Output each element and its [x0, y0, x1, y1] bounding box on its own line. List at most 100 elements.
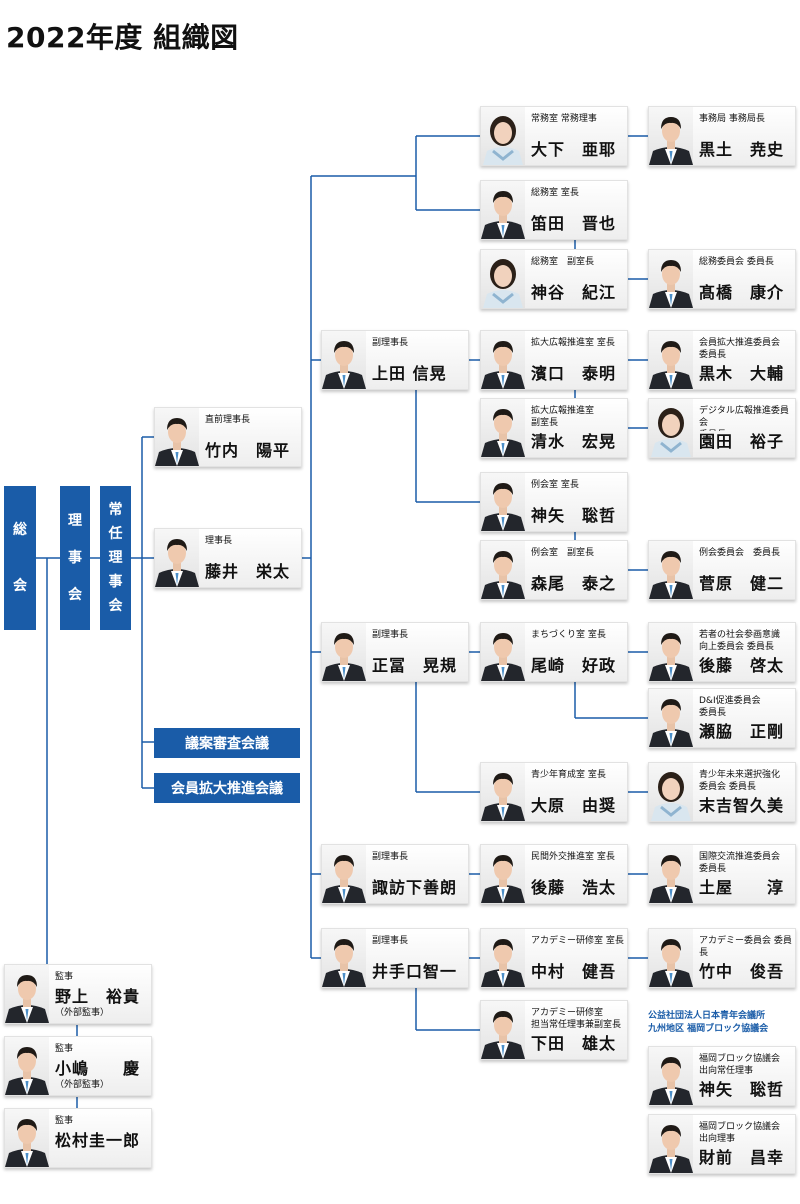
- member-role: アカデミー研修室 室長: [531, 936, 624, 946]
- standing-board-char: 事: [108, 574, 123, 590]
- portrait-photo: [481, 250, 525, 308]
- person-icon: [481, 855, 525, 903]
- member-name: 後藤 浩太: [531, 878, 617, 897]
- member-name: 正冨 晃規: [372, 656, 458, 675]
- portrait-photo: [481, 763, 525, 821]
- member-card: 国際交流推進委員会 委員長土屋 淳: [648, 844, 796, 904]
- portrait-photo: [5, 1109, 49, 1167]
- person-icon: [649, 551, 693, 599]
- member-name: 野上 裕貴: [55, 987, 141, 1006]
- board-box: 理 事 会: [60, 486, 90, 630]
- member-card: 福岡ブロック協議会 出向常任理事神矢 聡哲: [648, 1046, 796, 1106]
- member-role: 事務局 事務局長: [699, 114, 765, 124]
- member-role: 総務室 副室長: [531, 257, 595, 267]
- general-assembly-char: 総: [13, 522, 27, 538]
- member-card: 理事長藤井 栄太: [154, 528, 302, 588]
- person-icon: [481, 633, 525, 681]
- member-name: 園田 裕子: [699, 432, 785, 451]
- member-name: 森尾 泰之: [531, 574, 617, 593]
- portrait-photo: [5, 965, 49, 1023]
- person-icon: [155, 418, 199, 466]
- member-role: アカデミー研修室 担当常任理事兼副室長: [531, 1008, 622, 1030]
- member-card: 福岡ブロック協議会 出向理事財前 昌幸: [648, 1114, 796, 1174]
- member-role: 国際交流推進委員会 委員長: [699, 852, 781, 874]
- member-role: 青少年育成室 室長: [531, 770, 606, 780]
- member-role: 総務室 室長: [531, 188, 579, 198]
- portrait-photo: [649, 623, 693, 681]
- portrait-photo: [481, 107, 525, 165]
- member-card: 総務室 室長笛田 晋也: [480, 180, 628, 240]
- portrait-photo: [649, 1047, 693, 1105]
- member-card: D&I促進委員会 委員長瀬脇 正剛: [648, 688, 796, 748]
- member-name: 菅原 健二: [699, 574, 785, 593]
- board-char: 理: [68, 512, 82, 529]
- person-icon: [649, 1125, 693, 1173]
- person-icon: [649, 341, 693, 389]
- person-icon: [649, 1057, 693, 1105]
- member-role: 監事: [55, 1044, 74, 1054]
- member-role: 監事: [55, 972, 74, 982]
- person-icon: [649, 699, 693, 747]
- member-name: 神矢 聡哲: [699, 1080, 785, 1099]
- person-icon: [5, 975, 49, 1023]
- member-name: 財前 昌幸: [699, 1148, 785, 1167]
- member-card: 総務室 副室長神谷 紀江: [480, 249, 628, 309]
- portrait-photo: [649, 689, 693, 747]
- member-role: 直前理事長: [205, 415, 251, 425]
- member-name: 末吉智久美: [699, 796, 785, 815]
- portrait-photo: [649, 541, 693, 599]
- member-note: （外部監事）: [55, 1080, 110, 1090]
- member-role: 拡大広報推進室 室長: [531, 338, 615, 348]
- member-card: 例会室 室長神矢 聡哲: [480, 472, 628, 532]
- person-icon: [155, 539, 199, 587]
- portrait-photo: [649, 331, 693, 389]
- portrait-photo: [481, 541, 525, 599]
- standing-board-char: 会: [108, 598, 123, 614]
- member-name: 大下 亜耶: [531, 140, 617, 159]
- member-role: アカデミー委員会 委員長: [699, 936, 792, 958]
- portrait-photo: [649, 399, 693, 457]
- member-role: 民間外交推進室 室長: [531, 852, 615, 862]
- portrait-photo: [649, 250, 693, 308]
- portrait-photo: [322, 623, 366, 681]
- member-role: 副理事長: [372, 936, 409, 946]
- member-card: 副理事長井手口智一: [321, 928, 469, 988]
- member-name: 瀬脇 正剛: [699, 722, 785, 741]
- person-icon: [483, 259, 523, 308]
- portrait-photo: [481, 473, 525, 531]
- person-icon: [649, 260, 693, 308]
- standing-board-char: 理: [108, 550, 123, 566]
- person-icon: [483, 116, 523, 165]
- person-icon: [481, 483, 525, 531]
- member-card: 民間外交推進室 室長後藤 浩太: [480, 844, 628, 904]
- member-name: 井手口智一: [372, 962, 458, 981]
- person-icon: [481, 191, 525, 239]
- board-char: 事: [68, 549, 82, 566]
- member-note: （外部監事）: [55, 1008, 110, 1018]
- person-icon: [322, 939, 366, 987]
- member-role: 副理事長: [372, 630, 409, 640]
- portrait-photo: [481, 929, 525, 987]
- member-card: まちづくり室 室長尾崎 好政: [480, 622, 628, 682]
- person-icon: [481, 341, 525, 389]
- member-name: 中村 健吾: [531, 962, 617, 981]
- person-icon: [481, 939, 525, 987]
- portrait-photo: [322, 929, 366, 987]
- member-role: 福岡ブロック協議会 出向理事: [699, 1122, 781, 1144]
- general-assembly-char: 会: [13, 578, 27, 594]
- member-role: D&I促進委員会 委員長: [699, 696, 761, 718]
- person-icon: [5, 1119, 49, 1167]
- member-card: 監事野上 裕貴 （外部監事）: [4, 964, 152, 1024]
- member-card: 監事小嶋 慶（外部監事）: [4, 1036, 152, 1096]
- person-icon: [322, 855, 366, 903]
- portrait-photo: [649, 763, 693, 821]
- portrait-photo: [155, 408, 199, 466]
- portrait-photo: [649, 845, 693, 903]
- person-icon: [651, 408, 691, 457]
- member-name: 神矢 聡哲: [531, 506, 617, 525]
- member-card: 例会委員会 委員長菅原 健二: [648, 540, 796, 600]
- member-role: 福岡ブロック協議会 出向常任理事: [699, 1054, 781, 1076]
- portrait-photo: [322, 331, 366, 389]
- bloc-label: 公益社団法人日本青年会議所 九州地区 福岡ブロック協議会: [648, 1011, 769, 1034]
